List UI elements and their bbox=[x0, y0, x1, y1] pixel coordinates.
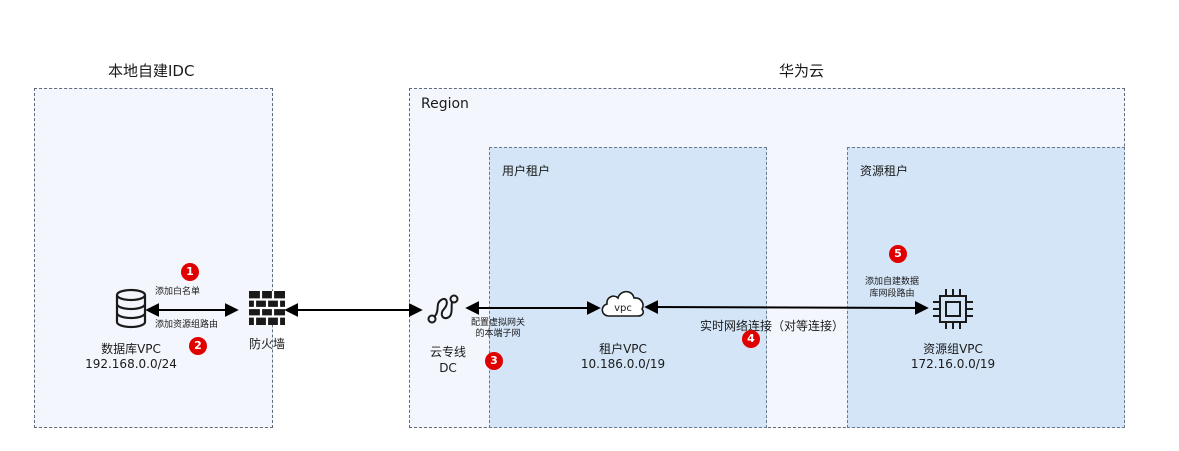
tenant-vpc-icon-text: vpc bbox=[614, 303, 632, 314]
step-4-text: 实时网络连接（对等连接） bbox=[700, 319, 845, 333]
tenant-vpc-cloud-icon bbox=[601, 290, 645, 317]
tenant-vpc-cidr: 10.186.0.0/19 bbox=[580, 357, 666, 371]
step-3-text-line1: 配置虚拟网关 bbox=[470, 318, 525, 328]
firewall-name: 防火墙 bbox=[248, 337, 285, 351]
resource-vpc-name: 资源组VPC bbox=[923, 342, 983, 356]
database-name: 数据库VPC bbox=[101, 342, 161, 356]
arrow-peering bbox=[644, 300, 929, 315]
direct-connect-name: 云专线 bbox=[429, 345, 466, 359]
step-2-badge: 2 bbox=[189, 337, 207, 355]
idc-zone bbox=[34, 88, 273, 428]
direct-connect-sub: DC bbox=[439, 361, 457, 375]
resource-tenant-zone bbox=[847, 147, 1125, 428]
step-5-badge: 5 bbox=[889, 245, 907, 263]
resource-tenant-title: 资源租户 bbox=[860, 164, 909, 178]
user-tenant-title: 用户租户 bbox=[502, 164, 551, 178]
step-5-text-line2: 库网段路由 bbox=[869, 289, 915, 299]
direct-connect-icon bbox=[427, 294, 459, 324]
step-1-text: 添加白名单 bbox=[155, 287, 201, 297]
step-5-text-line1: 添加自建数据 bbox=[864, 277, 919, 287]
user-tenant-zone bbox=[489, 147, 767, 428]
step-3-badge: 3 bbox=[485, 352, 503, 370]
firewall-icon bbox=[249, 291, 285, 325]
database-cidr: 192.168.0.0/24 bbox=[85, 357, 177, 371]
database-icon bbox=[115, 288, 147, 329]
step-1-badge: 1 bbox=[181, 263, 199, 281]
region-title: Region bbox=[421, 96, 469, 112]
cloud-title: 华为云 bbox=[779, 62, 825, 80]
step-4-badge: 4 bbox=[742, 330, 760, 348]
tenant-vpc-name: 租户VPC bbox=[599, 342, 647, 356]
resource-vpc-cidr: 172.16.0.0/19 bbox=[910, 357, 996, 371]
step-2-text: 添加资源组路由 bbox=[155, 320, 219, 330]
resource-vpc-chip-icon bbox=[933, 289, 973, 329]
idc-title: 本地自建IDC bbox=[108, 62, 195, 80]
step-3-text-line2: 的本端子网 bbox=[475, 329, 521, 339]
